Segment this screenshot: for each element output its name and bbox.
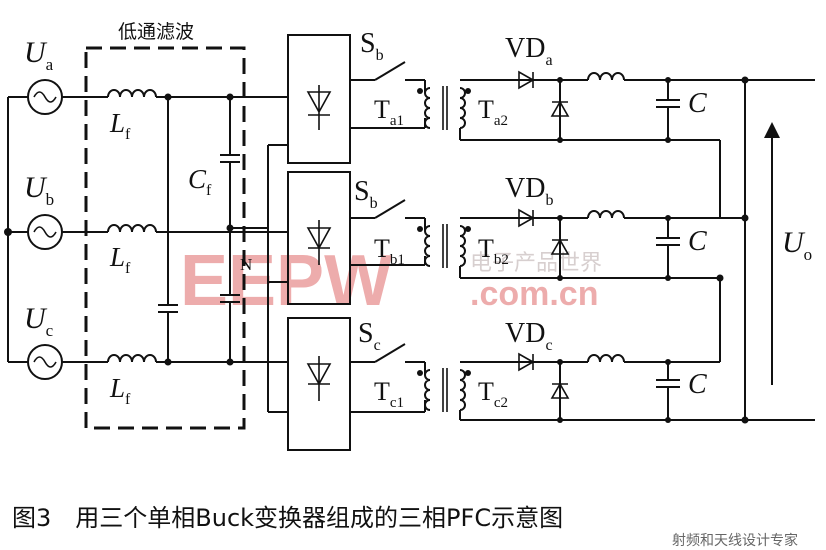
rectifier-c — [287, 317, 351, 451]
filter-label: 低通滤波 — [118, 21, 194, 43]
watermark-slogan: 电子产品世界 — [470, 251, 602, 276]
channel-c — [350, 343, 745, 423]
transformer-a-secondary-label: Ta2 — [478, 95, 508, 129]
transformer-b-primary-label: Tb1 — [374, 234, 405, 268]
low-pass-filter-box — [84, 46, 246, 430]
diode-b-label: VDb — [505, 173, 553, 209]
switch-b-label: Sb — [354, 176, 378, 212]
filter-inductors — [107, 89, 288, 363]
channel-b — [350, 199, 745, 281]
switch-a-label: Sb — [360, 28, 384, 64]
watermark: EEPW .com.cn 电子产品世界 — [180, 241, 602, 321]
filter-cap-label: Cf — [188, 164, 212, 199]
rectifier-blocks — [267, 34, 351, 451]
switch-c-label: Sc — [358, 318, 381, 354]
channel-a — [350, 61, 745, 143]
output-voltage-label: Uo — [782, 226, 812, 264]
output-cap-c-label: C — [688, 369, 707, 400]
output-cap-a-label: C — [688, 88, 707, 119]
inductor-b-label: Lf — [109, 242, 131, 277]
neutral-label: N — [240, 255, 252, 274]
diode-a-label: VDa — [505, 33, 553, 69]
watermark-domain: .com.cn — [470, 275, 598, 313]
rectifier-b — [287, 171, 351, 305]
switch-a — [374, 61, 406, 81]
inductor-c-label: Lf — [109, 373, 131, 408]
diode-c-label: VDc — [505, 318, 553, 354]
source-ua-label: Ua — [24, 36, 54, 74]
ac-sources — [4, 79, 108, 380]
rectifier-a — [287, 34, 351, 164]
figure-caption: 图3 用三个单相Buck变换器组成的三相PFC示意图 — [12, 504, 563, 532]
switch-b — [374, 199, 406, 219]
filter-capacitors — [158, 93, 268, 366]
inductor-a-label: Lf — [109, 108, 131, 143]
output-cap-b-label: C — [688, 226, 707, 257]
transformer-c-primary-label: Tc1 — [374, 377, 404, 411]
transformer-c-secondary-label: Tc2 — [478, 377, 508, 411]
switch-c — [374, 343, 406, 363]
transformer-b-secondary-label: Tb2 — [478, 234, 509, 268]
footer-watermark: 射频和天线设计专家 — [672, 532, 798, 549]
transformer-a-primary-label: Ta1 — [374, 95, 404, 129]
source-ub-label: Ub — [24, 171, 54, 209]
output-bus — [716, 76, 815, 424]
source-uc-label: Uc — [24, 302, 54, 340]
